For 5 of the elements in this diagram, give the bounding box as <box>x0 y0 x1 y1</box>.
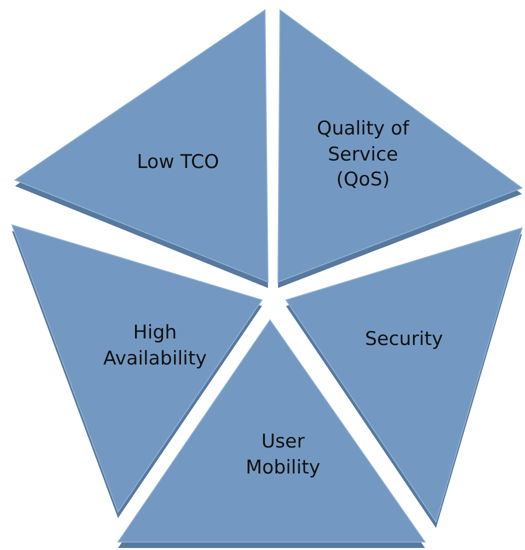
segment-label: User Mobility <box>244 429 322 480</box>
segment-label: Security <box>364 327 444 352</box>
segment-label: High Availability <box>102 320 208 371</box>
segment-label: Low TCO <box>136 150 220 176</box>
segment-label: Quality of Service (QoS) <box>316 116 410 193</box>
